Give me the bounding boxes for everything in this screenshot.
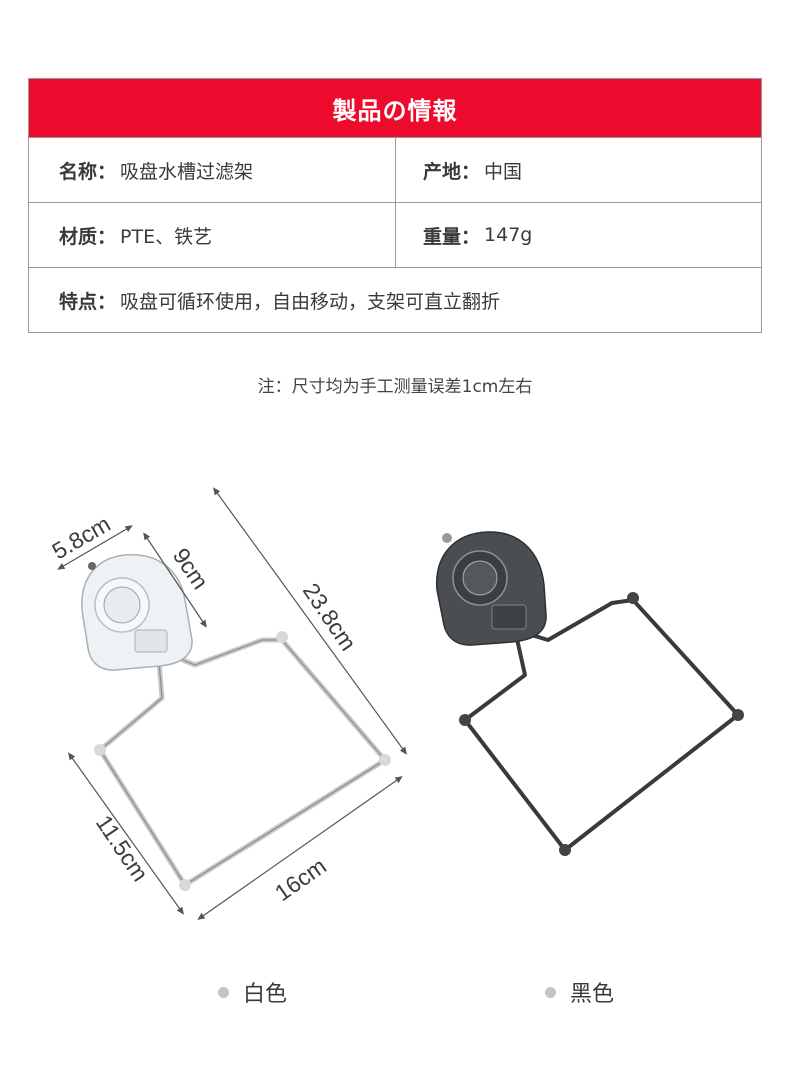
dimension-lines — [57, 487, 407, 920]
spec-row-1: 名称： 吸盘水槽过滤架 产地： 中国 — [29, 138, 761, 203]
spec-feature-cell: 特点： 吸盘可循环使用，自由移动，支架可直立翻折 — [29, 268, 761, 332]
variant-black: 黑色 — [545, 976, 614, 1008]
table-header: 製品の情報 — [29, 79, 761, 138]
spec-feature-value: 吸盘可循环使用，自由移动，支架可直立翻折 — [120, 290, 501, 313]
spec-name-cell: 名称： 吸盘水槽过滤架 — [29, 138, 396, 202]
spec-name-value: 吸盘水槽过滤架 — [120, 160, 254, 183]
variant-black-label: 黑色 — [570, 982, 615, 1007]
spec-weight-key: 重量： — [423, 225, 481, 248]
spec-row-2: 材质： PTE、铁艺 重量： 147g — [29, 203, 761, 268]
product-diagram: 5.8cm 9cm 23.8cm 11.5cm 16cm — [48, 487, 744, 920]
black-suction-head — [436, 531, 547, 646]
spec-origin-cell: 产地： 中国 — [396, 138, 761, 202]
spec-material-cell: 材质： PTE、铁艺 — [29, 203, 396, 267]
spec-material-value: PTE、铁艺 — [120, 225, 213, 248]
spec-table: 製品の情報 名称： 吸盘水槽过滤架 产地： 中国 材质： PTE、铁艺 重量： … — [28, 78, 762, 333]
spec-weight-cell: 重量： 147g — [396, 203, 761, 267]
spec-name-key: 名称： — [59, 160, 117, 183]
white-suction-head — [81, 554, 193, 671]
variant-black-dot — [545, 986, 556, 998]
dim-bottom: 16cm — [270, 853, 331, 907]
measurement-note: 注：尺寸均为手工测量误差1cm左右 — [257, 377, 533, 397]
spec-weight-value: 147g — [484, 224, 533, 246]
variant-white-dot — [218, 986, 229, 998]
spec-row-3: 特点： 吸盘可循环使用，自由移动，支架可直立翻折 — [29, 268, 761, 332]
spec-feature-key: 特点： — [59, 290, 117, 313]
spec-origin-key: 产地： — [423, 160, 481, 183]
black-rack-image — [436, 531, 744, 856]
variant-white: 白色 — [218, 976, 287, 1008]
spec-material-key: 材质： — [59, 225, 117, 248]
spec-origin-value: 中国 — [484, 160, 523, 183]
variant-white-label: 白色 — [243, 982, 288, 1007]
